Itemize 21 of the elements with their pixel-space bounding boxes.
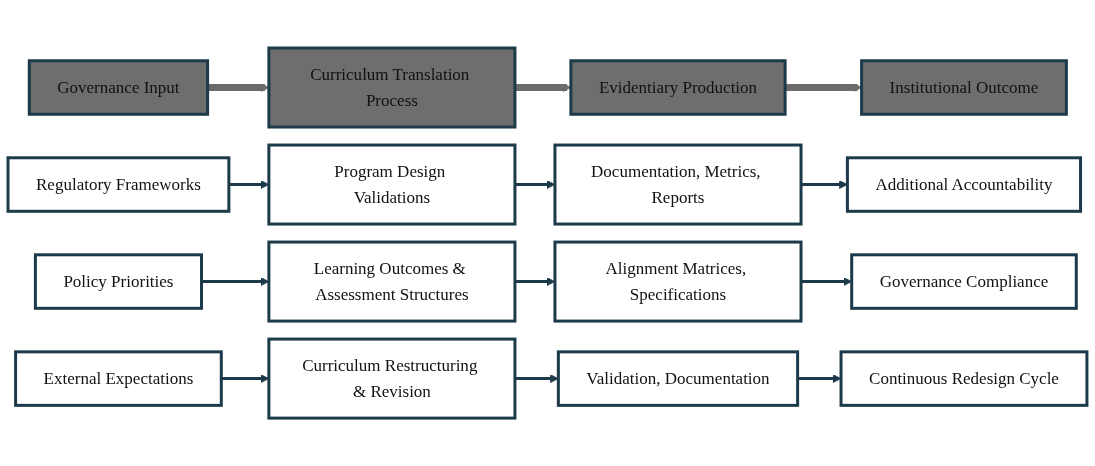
node-box: Program Design Validations — [267, 143, 517, 226]
node-box: Regulatory Frameworks — [6, 156, 231, 213]
node-box: Governance Compliance — [850, 253, 1078, 310]
arrow — [801, 180, 848, 189]
node-box: Curriculum Restructuring & Revision — [267, 337, 517, 420]
node-box: Documentation, Metrics, Reports — [553, 143, 803, 226]
node-box: Evidentiary Production — [569, 59, 787, 116]
node-box: Policy Priorities — [33, 253, 203, 310]
arrow — [797, 374, 842, 383]
node-box: Learning Outcomes & Assessment Structures — [267, 240, 517, 323]
node-box: Validation, Documentation — [556, 350, 800, 407]
node-box: Governance Input — [27, 59, 210, 116]
arrow — [514, 374, 559, 383]
arrow — [785, 83, 862, 92]
node-box: Curriculum Translation Process — [267, 46, 517, 129]
node-box: External Expectations — [14, 350, 223, 407]
node-box: Additional Accountability — [845, 156, 1083, 213]
node-box: Alignment Matrices, Specifications — [553, 240, 803, 323]
node-box: Institutional Outcome — [860, 59, 1068, 116]
arrow — [207, 83, 270, 92]
node-box: Continuous Redesign Cycle — [839, 350, 1089, 407]
